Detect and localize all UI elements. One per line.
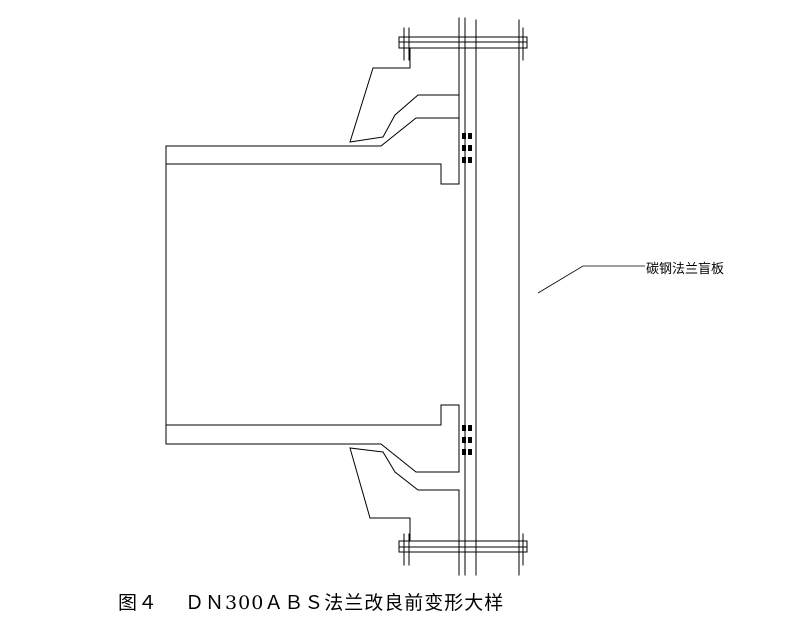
bottom-loose-flange bbox=[349, 447, 460, 542]
annotation-label: 碳钢法兰盲板 bbox=[646, 262, 725, 277]
annotation-leader bbox=[537, 265, 645, 294]
top-gasket bbox=[462, 133, 472, 163]
abs-pipe-body bbox=[165, 145, 442, 445]
bottom-flange-stub bbox=[350, 404, 460, 473]
bottom-bolt bbox=[398, 533, 528, 566]
top-bolt bbox=[398, 27, 528, 61]
bottom-gasket bbox=[462, 425, 472, 455]
blind-flange-plate bbox=[458, 17, 520, 576]
top-loose-flange bbox=[349, 47, 460, 143]
top-flange-stub bbox=[350, 94, 460, 185]
figure-caption: 图４ ＤＮ300ＡＢＳ法兰改良前变形大样 bbox=[118, 592, 505, 614]
